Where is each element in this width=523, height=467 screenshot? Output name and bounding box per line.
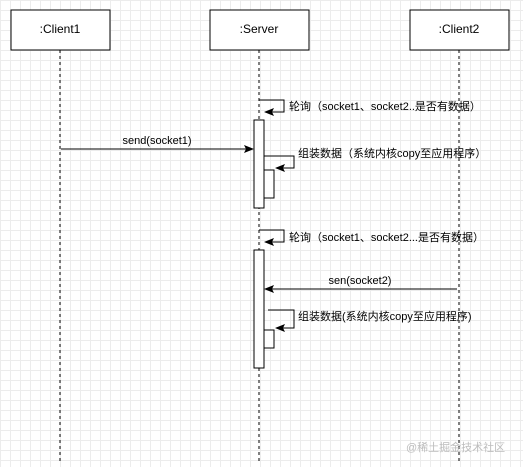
activation-server-2 <box>253 249 265 369</box>
activation-server-nested-1 <box>263 169 275 199</box>
message-label-poll-1: 轮询（socket1、socket2..是否有数据） <box>289 99 481 113</box>
participant-client2[interactable]: :Client2 <box>409 9 510 51</box>
self-message-poll-2 <box>259 229 285 246</box>
self-message-poll-1 <box>259 99 285 116</box>
message-label-poll-2: 轮询（socket1、socket2...是否有数据） <box>289 230 484 244</box>
watermark-text: @稀土掘金技术社区 <box>406 440 505 454</box>
self-message-assemble-1 <box>264 155 295 172</box>
self-message-assemble-2 <box>268 309 295 332</box>
participant-client2-label: :Client2 <box>439 22 480 36</box>
participant-client2-box <box>409 9 510 51</box>
activation-server-1 <box>253 119 265 209</box>
message-label-assemble-1: 组装数据（系统内核copy至应用程序） <box>298 146 486 160</box>
participant-client1[interactable]: :Client1 <box>10 9 111 51</box>
message-label-send-socket1: send(socket1) <box>122 135 191 147</box>
participant-server-box <box>209 9 310 51</box>
participant-client1-box <box>10 9 111 51</box>
message-label-send-socket2: sen(socket2) <box>329 275 392 287</box>
participant-client1-label: :Client1 <box>40 22 81 36</box>
activation-server-nested-2 <box>263 329 275 349</box>
message-label-assemble-2: 组装数据(系统内核copy至应用程序) <box>298 309 472 323</box>
participant-server-label: :Server <box>240 22 279 36</box>
participant-server[interactable]: :Server <box>209 9 310 51</box>
